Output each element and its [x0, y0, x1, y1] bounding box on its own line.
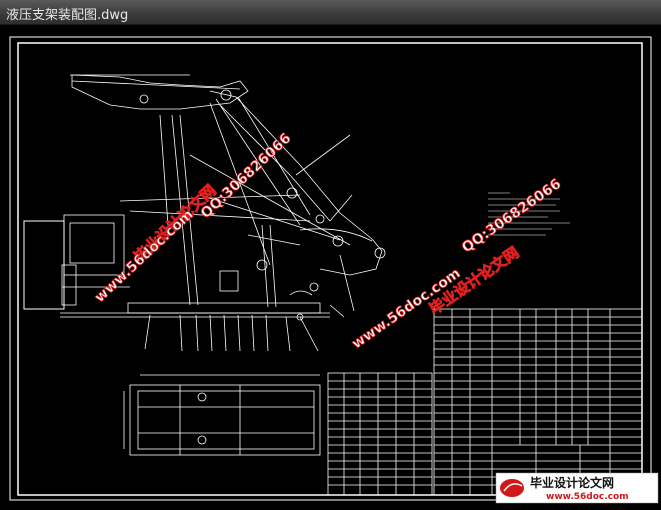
site-logo[interactable]: 毕业设计论文网 www.56doc.com [495, 472, 659, 504]
outer-border [9, 36, 652, 501]
main-assembly-view [23, 74, 386, 352]
parts-list-left [327, 372, 433, 496]
plan-view [123, 374, 321, 456]
logo-mark-icon [500, 479, 524, 497]
parts-list-right [433, 308, 643, 496]
drawing-canvas[interactable]: 毕业设计论文网 QQ:306826066 www.56doc.com QQ:30… [0, 25, 661, 506]
watermark-left-url: www.56doc.com [91, 206, 197, 306]
technical-notes [488, 192, 570, 236]
window-titlebar: 液压支架装配图.dwg [0, 0, 661, 25]
inner-border [17, 42, 643, 496]
logo-name: 毕业设计论文网 [530, 475, 614, 490]
watermark-url-1: www.56doc.com [92, 207, 197, 306]
window-title: 液压支架装配图.dwg [6, 8, 129, 23]
cad-drawing: 毕业设计论文网 QQ:306826066 www.56doc.com QQ:30… [9, 36, 659, 504]
logo-url: www.56doc.com [546, 492, 629, 502]
